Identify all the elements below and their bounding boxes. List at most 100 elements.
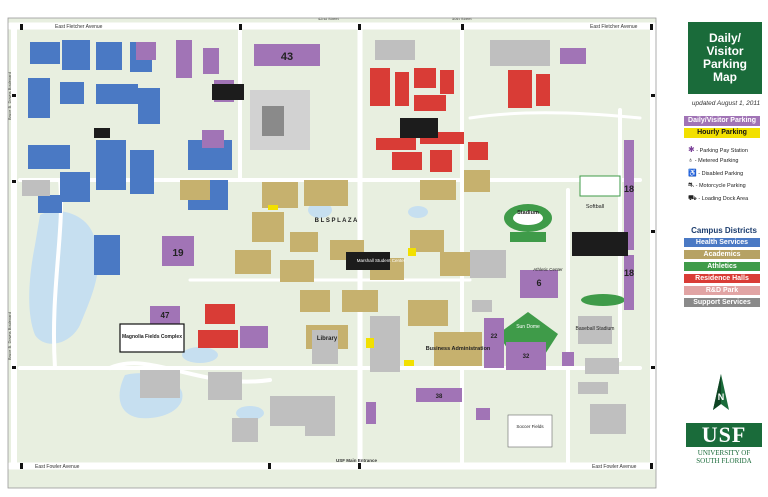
lot-32 xyxy=(506,342,546,370)
lot-label-47: 47 xyxy=(161,311,170,320)
pond-south xyxy=(236,406,264,420)
laurel-drive-garage xyxy=(212,84,244,100)
lot-label-22: 22 xyxy=(491,334,498,340)
motorcycle-label: - Motorcycle Parking xyxy=(695,183,746,189)
pond-center xyxy=(408,206,428,218)
title-line-3: Parking xyxy=(702,57,747,71)
north-arrow-icon: N xyxy=(713,374,729,410)
health-garage xyxy=(94,128,110,138)
soccer-fields-label: Soccer Fields xyxy=(516,424,544,429)
loading-truck-icon: ⛟ xyxy=(688,195,697,202)
lake-west xyxy=(29,211,99,344)
disabled-label: - Disabled Parking xyxy=(698,171,744,177)
road-label-50th: 50th Street xyxy=(452,16,472,21)
map-border xyxy=(7,17,657,489)
map-title-box: Daily/ Visitor Parking Map xyxy=(688,22,762,94)
district-academics: Academics xyxy=(684,250,760,259)
legend-hourly: Hourly Parking xyxy=(684,128,760,138)
lot-number-labels: 43 19 47 18 6 22 18 38 32 xyxy=(161,51,634,400)
health-services xyxy=(28,40,232,275)
road-label-bruce-bottom: Bruce B. Downs Boulevard xyxy=(7,312,12,360)
lot-14 xyxy=(240,326,268,348)
title-line-4: Map xyxy=(713,70,737,84)
lot-11 xyxy=(203,48,219,74)
road-label-fowler-right: East Fowler Avenue xyxy=(592,464,637,470)
district-athletics: Athletics xyxy=(684,262,760,271)
lot-45 xyxy=(202,130,224,148)
district-support: Support Services xyxy=(684,298,760,307)
lot-1 xyxy=(136,42,156,60)
district-rd-park: R&D Park xyxy=(684,286,760,295)
legend-metered: ♁ - Metered Parking xyxy=(688,157,739,164)
hourly-parking xyxy=(268,205,416,366)
pay-station-label: - Parking Pay Station xyxy=(696,148,748,154)
legend-pay-station: ✱ - Parking Pay Station xyxy=(688,145,748,154)
stadium-label: Stadium xyxy=(517,210,539,216)
lot-label-6: 6 xyxy=(536,278,541,288)
pond-southwest xyxy=(182,347,218,363)
usf-subtitle-line2: SOUTH FLORIDA xyxy=(696,457,752,465)
traffic-signals xyxy=(12,24,655,469)
magnolia-fields-label: Magnolia Fields Complex xyxy=(122,334,182,340)
updated-date: updated August 1, 2011 xyxy=(691,100,761,107)
campus-districts-title: Campus Districts xyxy=(691,226,757,235)
disabled-icon: ♿ xyxy=(688,170,697,177)
lot-26 xyxy=(562,352,574,366)
marshall-center-label: Marshall Student Center xyxy=(357,258,406,263)
business-admin-label: Business Administration xyxy=(426,346,491,352)
lot-18b xyxy=(624,140,634,250)
road-label-fowler-left: East Fowler Avenue xyxy=(35,464,80,470)
district-residence: Residence Halls xyxy=(684,274,760,283)
road-labels: East Fletcher Avenue East Fletcher Avenu… xyxy=(7,16,638,470)
title-line-1: Daily/ xyxy=(708,31,741,45)
metered-label: - Metered Parking xyxy=(694,158,739,164)
place-labels: Stadium Softball Baseball Stadium B L S … xyxy=(122,204,614,429)
lot-6 xyxy=(520,270,558,298)
daily-visitor-parking-lots xyxy=(136,40,634,424)
library-label: Library xyxy=(317,336,338,342)
lot-47 xyxy=(150,306,180,324)
usf-logo: USF xyxy=(686,423,762,447)
district-health: Health Services xyxy=(684,238,760,247)
lot-18t xyxy=(624,255,634,310)
residence-halls xyxy=(198,68,550,348)
lot-label-37: 38 xyxy=(436,394,443,400)
softball-label: Softball xyxy=(586,204,604,210)
road-label-42nd: 42nd Street xyxy=(318,16,340,21)
bls-plaza-label: B L S P L A Z A xyxy=(315,218,358,224)
fletcher-garage xyxy=(400,118,438,138)
lot-label-43: 43 xyxy=(281,51,293,63)
lot-38 xyxy=(476,408,490,420)
loading-label: - Loading Dock Area xyxy=(698,196,749,202)
magnolia-fields-box xyxy=(119,323,185,353)
motorcycle-icon: ⛐ xyxy=(688,182,695,189)
collins-blvd-garage xyxy=(346,252,390,270)
lot-37 xyxy=(416,388,462,402)
athletic-center-label: Athletic Center xyxy=(533,267,563,272)
lot-44 xyxy=(560,48,586,64)
road-label-bruce-top: Bruce B. Downs Boulevard xyxy=(7,72,12,120)
lot-42 xyxy=(366,402,376,424)
title-line-2: Visitor xyxy=(706,44,744,58)
pay-station-icon: ✱ xyxy=(688,145,695,154)
baseball-label: Baseball Stadium xyxy=(576,326,615,332)
lot-label-19: 19 xyxy=(172,248,184,259)
usf-subtitle-line1: UNIVERSITY OF xyxy=(697,449,751,457)
lot-label-32: 32 xyxy=(523,354,530,360)
main-entrance-label: USF Main Entrance xyxy=(336,458,378,463)
lot-43 xyxy=(254,44,320,66)
svg-text:N: N xyxy=(718,392,725,402)
lot-12 xyxy=(176,40,192,78)
meter-icon: ♁ xyxy=(688,157,694,164)
legend-loading: ⛟ - Loading Dock Area xyxy=(688,194,748,203)
lot-label-18t: 18 xyxy=(624,268,634,278)
parking-structure-east xyxy=(572,232,628,256)
parking-garages xyxy=(94,84,628,353)
academics xyxy=(180,170,490,366)
road-label-fletcher-left: East Fletcher Avenue xyxy=(55,24,103,30)
lot-19 xyxy=(162,236,194,266)
support-services xyxy=(22,40,626,448)
sun-dome-label: Sun Dome xyxy=(516,324,540,330)
legend-motorcycle: ⛐ - Motorcycle Parking xyxy=(688,181,746,190)
